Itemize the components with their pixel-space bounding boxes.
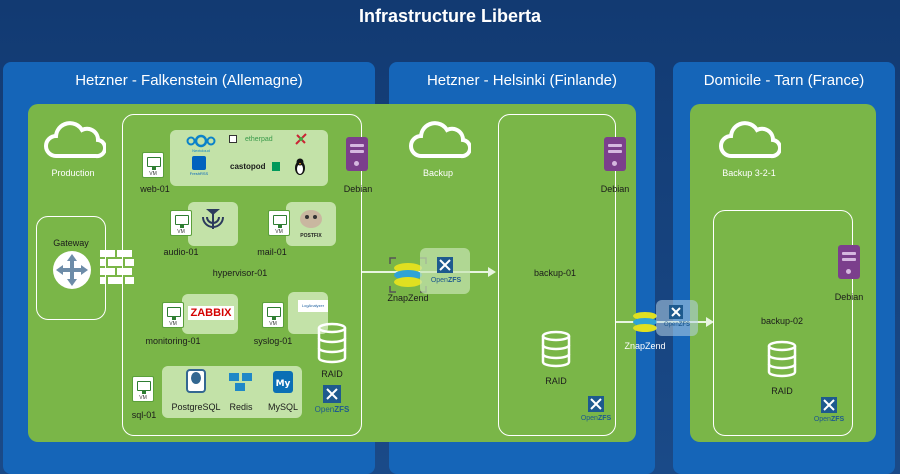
openzfs-label: OpenZFS [576,415,616,422]
vm-label-syslog-01: syslog-01 [253,336,293,346]
nextcloud-label: Nextcloud [192,148,210,153]
vm-icon: VM [162,302,184,328]
cloud-label: Backup [422,168,454,178]
openzfs-icon [322,384,342,409]
debian-server-icon [346,137,368,171]
region-title: Domicile - Tarn (France) [703,72,865,89]
redis-icon [226,370,256,399]
openzfs-label: OpenZFS [658,322,696,328]
raid-label: RAID [545,376,567,386]
bookmark-logo [229,135,237,143]
cloud-icon [407,118,473,167]
znapzend-label: ZnapZend [387,293,429,303]
tool-logo [294,132,308,151]
debian-label: Debian [600,184,630,194]
backup-02-box [713,210,853,436]
postfix-logo: POSTFIX [300,233,322,239]
vm-icon: VM [170,210,192,236]
openzfs-zfs: ZFS [597,415,612,422]
openzfs-icon [587,395,605,418]
firewall-icon [100,250,134,291]
vm-label-mail-01: mail-01 [257,247,287,257]
castopod-logo: castopod [230,162,266,171]
redis-label: Redis [229,402,253,412]
arrow-head [706,317,714,327]
backup-01-box [498,114,616,436]
vm-icon: VM [142,152,164,178]
arrow-head [488,267,496,277]
postfix-mascot [298,208,324,235]
vm-label-monitoring-01: monitoring-01 [145,336,201,346]
openzfs-zfs: ZFS [447,277,462,284]
raid-label: RAID [321,369,343,379]
openzfs-icon [436,256,454,279]
vm-label-sql-01: sql-01 [131,410,157,420]
postgresql-icon [185,368,207,399]
audio-logo [198,205,228,240]
openzfs-open: Open [430,277,448,284]
nextcloud-logo [186,134,216,153]
loganalyzer-logo: LogAnalyzer [298,300,328,312]
debian-label: Debian [834,292,864,302]
openzfs-label: OpenZFS [314,405,350,414]
openzfs-label: OpenZFS [426,277,466,284]
debian-server-icon [604,137,626,171]
database-icon [316,322,348,371]
debian-label: Debian [343,184,373,194]
backup-01-label: backup-01 [533,268,577,278]
hypervisor-box [122,114,362,436]
zabbix-logo: ZABBIX [188,306,234,320]
vm-label-audio-01: audio-01 [163,247,199,257]
openzfs-zfs: ZFS [678,322,691,328]
cloud-icon [42,118,108,167]
router-icon [52,250,92,295]
openzfs-open: Open [813,416,831,423]
debian-server-icon [838,245,860,279]
etherpad-logo: etherpad [245,136,273,143]
openzfs-zfs: ZFS [830,416,845,423]
openzfs-label: OpenZFS [809,416,849,423]
page-title: Infrastructure Liberta [358,6,542,26]
openzfs-open: Open [663,322,679,328]
vm-icon: VM [262,302,284,328]
vm-icon: VM [268,210,290,236]
cloud-label: Backup 3-2-1 [722,168,776,178]
znapzend-label: ZnapZend [624,341,666,351]
postgresql-label: PostgreSQL [171,402,221,412]
penguin-icon [294,158,306,181]
freshrss-logo [192,156,206,170]
mysql-icon: My [272,370,294,399]
gateway-label: Gateway [53,238,89,248]
mysql-label: MySQL [267,402,298,412]
castopod-badge [272,162,280,171]
openzfs-open: Open [314,405,335,414]
cloud-label: Production [51,168,95,178]
database-icon [766,340,798,385]
backup-02-label: backup-02 [760,316,804,326]
svg-text:My: My [276,379,291,389]
openzfs-open: Open [580,415,598,422]
vm-label-web-01: web-01 [140,184,170,194]
freshrss-label: FreshRSS [189,171,209,176]
raid-label: RAID [771,386,793,396]
region-title: Hetzner - Falkenstein (Allemagne) [75,72,303,89]
znapzend-icon [628,306,662,343]
hypervisor-label: hypervisor-01 [212,268,268,278]
region-title: Hetzner - Helsinki (Finlande) [426,72,618,89]
openzfs-icon [820,396,838,419]
openzfs-zfs: ZFS [334,405,350,414]
cloud-icon [717,118,783,167]
database-icon [540,330,572,375]
openzfs-icon [668,304,684,325]
vm-icon: VM [132,376,154,402]
